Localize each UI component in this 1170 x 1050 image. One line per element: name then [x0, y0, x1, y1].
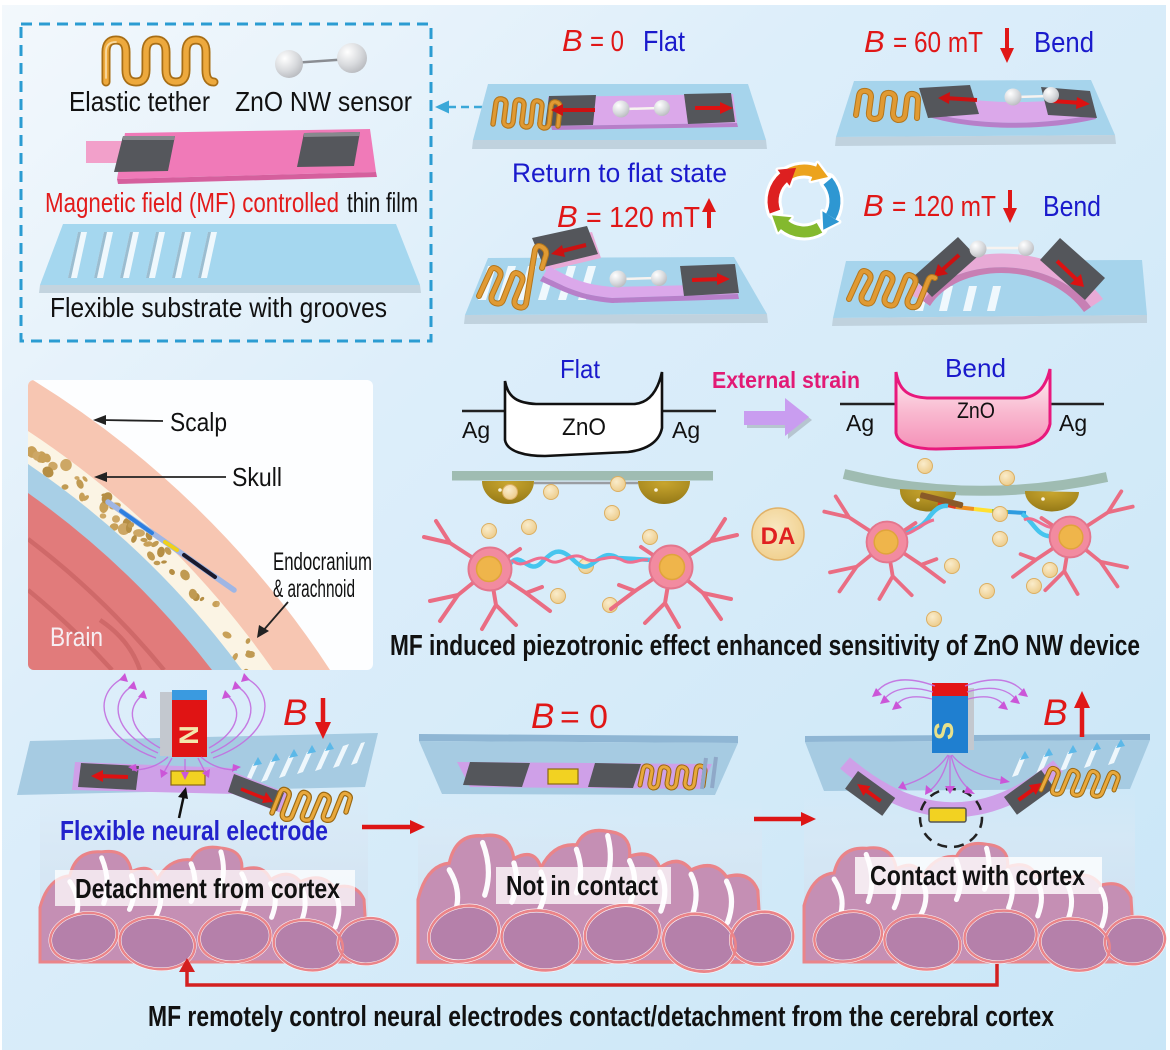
svg-text:= 0: = 0: [560, 698, 608, 735]
svg-text:Brain: Brain: [50, 622, 103, 652]
svg-text:Magnetic field (MF) controlled: Magnetic field (MF) controlled: [45, 187, 339, 218]
svg-text:Flat: Flat: [560, 354, 601, 384]
svg-text:N: N: [174, 725, 204, 745]
svg-text:Ag: Ag: [846, 410, 874, 436]
svg-text:Bend: Bend: [1043, 191, 1101, 223]
svg-text:= 120 mT: = 120 mT: [586, 202, 700, 234]
svg-text:B: B: [562, 23, 583, 58]
svg-text:B: B: [531, 697, 554, 736]
svg-text:Elastic tether: Elastic tether: [69, 86, 210, 117]
svg-text:B: B: [1043, 692, 1068, 733]
svg-text:ZnO: ZnO: [957, 398, 995, 423]
svg-text:Scalp: Scalp: [170, 407, 227, 437]
svg-text:Endocranium: Endocranium: [273, 548, 372, 576]
svg-text:thin film: thin film: [347, 187, 418, 218]
svg-text:Flexible substrate with groove: Flexible substrate with grooves: [50, 292, 387, 323]
svg-text:Ag: Ag: [672, 417, 700, 443]
svg-text:& arachnoid: & arachnoid: [273, 575, 355, 603]
svg-text:B: B: [863, 188, 884, 223]
svg-text:Not in contact: Not in contact: [506, 870, 658, 901]
svg-text:Bend: Bend: [1034, 27, 1094, 59]
svg-text:Skull: Skull: [232, 462, 282, 492]
svg-text:= 0: = 0: [590, 26, 624, 58]
svg-text:B: B: [557, 199, 578, 234]
svg-text:= 120 mT: = 120 mT: [892, 191, 996, 223]
svg-text:Flat: Flat: [643, 26, 685, 58]
svg-text:External strain: External strain: [712, 367, 860, 393]
svg-text:Detachment from cortex: Detachment from cortex: [75, 873, 340, 904]
svg-text:= 60 mT: = 60 mT: [893, 27, 983, 59]
svg-text:DA: DA: [761, 523, 796, 550]
svg-text:S: S: [929, 722, 959, 740]
svg-text:Flexible neural electrode: Flexible neural electrode: [60, 815, 328, 846]
svg-text:Return to flat state: Return to flat state: [512, 158, 727, 188]
svg-text:B: B: [864, 24, 885, 59]
svg-text:MF remotely control neural ele: MF remotely control neural electrodes co…: [148, 1001, 1054, 1033]
svg-text:Ag: Ag: [462, 417, 490, 443]
svg-text:B: B: [283, 692, 308, 733]
svg-text:Ag: Ag: [1059, 410, 1087, 436]
svg-text:MF induced piezotronic effect: MF induced piezotronic effect enhanced s…: [390, 630, 1140, 662]
svg-text:Bend: Bend: [945, 353, 1006, 383]
svg-text:ZnO NW sensor: ZnO NW sensor: [235, 86, 412, 117]
svg-text:Contact with cortex: Contact with cortex: [870, 860, 1085, 891]
svg-text:ZnO: ZnO: [562, 414, 606, 441]
